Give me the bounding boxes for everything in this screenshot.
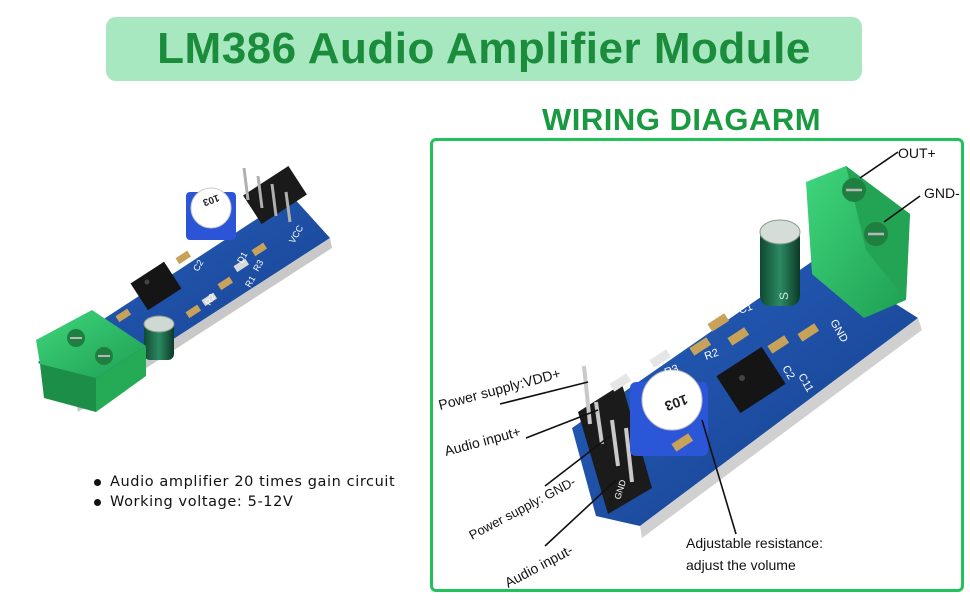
large-ic-chip — [716, 346, 786, 414]
feature-text: Audio amplifier 20 times gain circuit — [110, 474, 396, 490]
small-capacitor — [143, 315, 175, 360]
label-adjustable-resistance: Adjustable resistance: — [686, 535, 823, 551]
feature-item: Audio amplifier 20 times gain circuit — [94, 472, 395, 492]
large-cap-text: S — [777, 292, 791, 300]
label-power-vdd: Power supply:VDD+ — [437, 365, 563, 413]
callout-audio-plus-line — [525, 409, 599, 439]
small-silk-c2: C2 — [191, 258, 205, 273]
small-terminal-block — [36, 310, 146, 412]
callout-out-plus-line — [859, 151, 899, 179]
small-header-pins — [242, 166, 307, 224]
small-silk-r1: R1 — [243, 274, 257, 289]
callout-lines — [499, 151, 921, 547]
large-pcb-edge — [640, 318, 922, 538]
feature-list: Audio amplifier 20 times gain circuit Wo… — [94, 472, 395, 512]
bullet-icon — [94, 498, 101, 506]
large-pot-code: 103 — [662, 391, 690, 414]
large-silk-r1: R1 — [683, 331, 700, 347]
large-smd-parts — [609, 313, 820, 452]
page-title: LM386 Audio Amplifier Module — [157, 24, 811, 73]
large-module-photo: GND 103 R3 R1 R2 C1 — [572, 166, 922, 538]
callout-gnd-line — [883, 195, 921, 223]
small-potentiometer: 103 — [186, 187, 236, 240]
large-capacitor: S — [759, 219, 801, 306]
label-audio-input-minus: Audio input- — [502, 541, 576, 590]
callout-audio-minus-line — [544, 479, 617, 547]
callout-vdd-line — [499, 381, 589, 405]
small-module-photo: 103 C2 R2 R1 R3 D1 C11 VCC — [36, 166, 332, 412]
large-silk-r3: R3 — [663, 363, 680, 379]
feature-item: Working voltage: 5-12V — [94, 492, 395, 512]
feature-text: Working voltage: 5-12V — [110, 494, 294, 510]
small-silk-c11: C11 — [105, 292, 122, 311]
callout-pot-line — [701, 419, 737, 535]
large-silk-c1: C1 — [737, 301, 754, 317]
label-power-gnd: Power supply: GND- — [466, 474, 578, 543]
wiring-diagram-title: WIRING DIAGARM — [542, 102, 822, 137]
small-smd-parts — [115, 242, 268, 323]
wiring-diagram-frame — [430, 138, 964, 592]
label-adjust-volume: adjust the volume — [686, 557, 796, 573]
large-silk-r2: R2 — [703, 347, 720, 363]
title-banner: LM386 Audio Amplifier Module — [106, 17, 862, 81]
small-ic-chip — [130, 261, 182, 311]
small-silk-d1: D1 — [235, 250, 249, 265]
large-potentiometer: 103 — [630, 369, 708, 456]
callout-power-gnd-line — [544, 435, 611, 487]
label-gnd-minus: GND- — [924, 185, 960, 201]
large-terminal-block — [806, 166, 910, 318]
label-out-plus: OUT+ — [898, 145, 936, 161]
bullet-icon — [94, 478, 101, 486]
label-audio-input-plus: Audio input+ — [443, 423, 523, 459]
small-silk-r2: R2 — [203, 292, 217, 307]
small-silk-r3: R3 — [251, 258, 265, 273]
